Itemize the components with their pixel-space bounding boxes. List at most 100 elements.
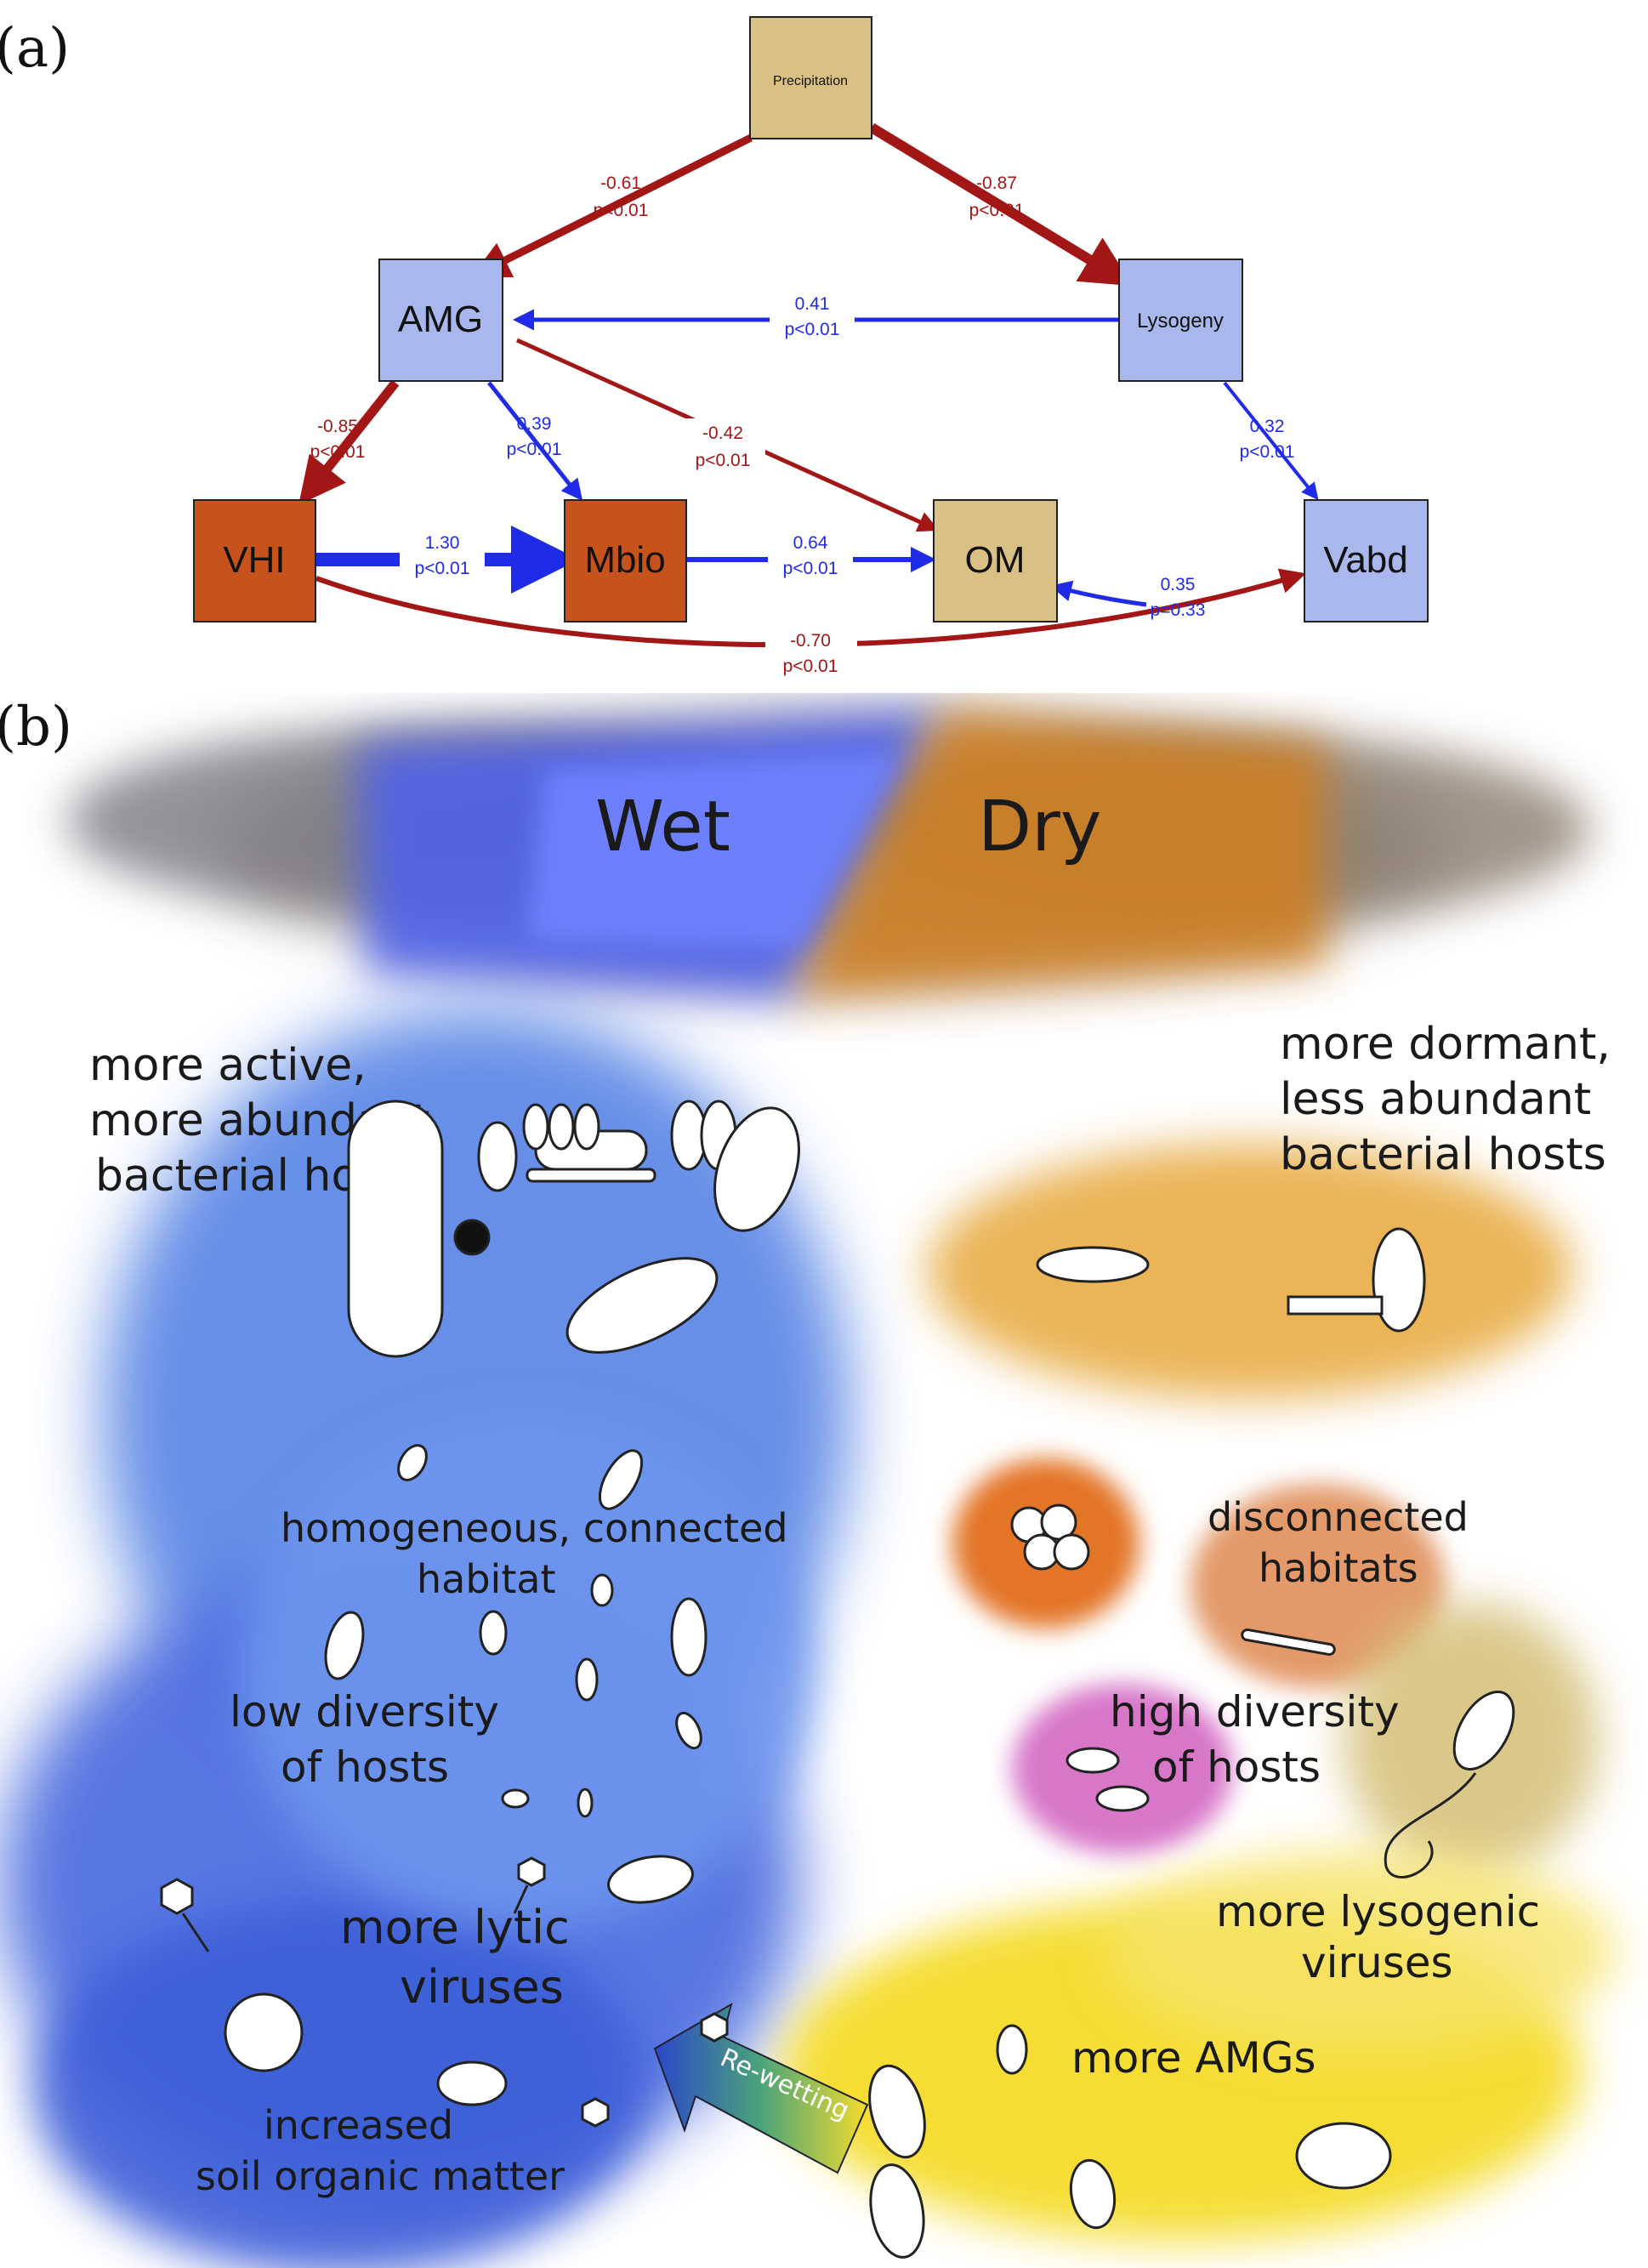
- small-cell-icon: [575, 1657, 599, 1702]
- amg-cell-icon: [868, 2064, 926, 2159]
- curved-cell-icon: [1066, 1747, 1120, 1774]
- edge-label-vhi-vabd-p: p<0.01: [783, 657, 838, 676]
- node-label-mbio: Mbio: [584, 539, 665, 581]
- wet-habitat-line-1: homogeneous, connected: [281, 1505, 788, 1551]
- edge-label-amg-mbio-coef: 0.39: [517, 414, 552, 434]
- organic-matter-line-1: increased: [264, 2102, 453, 2148]
- edge-label-lyso-vabd-p: p<0.01: [1240, 442, 1295, 462]
- small-cell-icon: [501, 1788, 530, 1809]
- wet-habitat-line-2: habitat: [417, 1556, 556, 1602]
- dry-hosts-line-3: bacterial hosts: [1280, 1129, 1606, 1180]
- small-cell-icon: [590, 1573, 614, 1607]
- small-cell-icon: [996, 2024, 1028, 2075]
- edge-label-precip-amg-coef: -0.61: [600, 173, 641, 193]
- edge-amg-mbio: [487, 381, 583, 501]
- bench-icon: [526, 1168, 656, 1183]
- node-label-vabd: Vabd: [1323, 539, 1408, 581]
- node-label-vhi: VHI: [223, 539, 285, 581]
- small-cell-icon: [670, 1597, 708, 1677]
- lysed-cell-icon: [436, 2061, 508, 2106]
- wet-host-cartoons: [224, 1100, 800, 2106]
- dry-viruses-line-1: more lysogenic: [1216, 1887, 1540, 1936]
- node-lysogeny: Lysogeny: [1118, 259, 1243, 382]
- edge-vabd-om: [1050, 580, 1147, 607]
- edge-label-lyso-vabd-coef: 0.32: [1250, 417, 1285, 436]
- dry-viruses-line-2: viruses: [1301, 1938, 1453, 1987]
- phage-icon: [700, 2012, 729, 2043]
- small-cell-icon: [607, 1855, 694, 1904]
- small-cell-icon: [598, 1449, 644, 1510]
- top-cloud: [68, 710, 1590, 999]
- wet-region: [0, 1008, 850, 2268]
- node-om: OM: [933, 499, 1058, 622]
- phage-icon: [517, 1856, 546, 1887]
- edge-label-vhi-mbio-p: p<0.01: [415, 559, 470, 578]
- edge-label-amg-om-p: p<0.01: [696, 451, 751, 470]
- node-mbio: Mbio: [564, 499, 687, 622]
- edge-label-vabd-om-p: p=0.33: [1151, 600, 1206, 620]
- edge-labels: -0.61 p<0.01 -0.87 p<0.01 0.41 p<0.01 -0…: [310, 173, 1295, 679]
- curved-cell-icon: [1095, 1785, 1150, 1812]
- node-precipitation: Precipitation: [749, 16, 872, 139]
- small-cell-icon: [548, 1103, 575, 1151]
- crawling-cell-icon: [565, 1257, 719, 1354]
- small-cell-icon: [477, 1121, 518, 1192]
- edge-label-amg-vhi-p: p<0.01: [310, 442, 366, 462]
- wet-diversity-line-2: of hosts: [281, 1742, 449, 1792]
- amgs-label: more AMGs: [1071, 2033, 1316, 2083]
- node-label-om: OM: [965, 539, 1026, 581]
- edge-label-precip-amg-p: p<0.01: [594, 201, 649, 220]
- amg-cell-icon: [1295, 2122, 1392, 2190]
- table-icon: [1287, 1295, 1384, 1316]
- dry-host-cartoons: [868, 1227, 1515, 2259]
- phage-icon: [160, 1878, 194, 1915]
- edge-label-precip-lyso-p: p<0.01: [969, 201, 1025, 220]
- small-cell-icon: [397, 1444, 428, 1481]
- edge-label-amg-mbio-p: p<0.01: [507, 440, 562, 459]
- node-amg: AMG: [378, 259, 503, 382]
- node-vabd: Vabd: [1304, 499, 1429, 622]
- dry-habitat-line-1: disconnected: [1208, 1494, 1469, 1540]
- dumbbell-icon: [453, 1219, 491, 1256]
- edge-label-lyso-amg-p: p<0.01: [785, 320, 840, 339]
- wet-hosts-line-1: more active,: [89, 1040, 367, 1091]
- edge-label-vhi-vabd-coef: -0.70: [790, 631, 831, 651]
- dry-diversity-line-2: of hosts: [1152, 1742, 1321, 1792]
- node-label-precipitation: Precipitation: [773, 74, 848, 88]
- edge-label-lyso-amg-coef: 0.41: [795, 294, 830, 314]
- edge-amg-vhi: [298, 379, 400, 505]
- small-cell-icon: [324, 1611, 365, 1680]
- edge-label-precip-lyso-coef: -0.87: [976, 173, 1017, 193]
- dry-habitat-line-2: habitats: [1259, 1545, 1418, 1591]
- amg-cell-icon: [869, 2163, 925, 2259]
- wet-viruses-line-2: viruses: [400, 1960, 564, 2014]
- edge-lyso-vabd: [1223, 381, 1319, 501]
- wet-dry-illustration: Wet Dry more active, more abundant bacte…: [0, 710, 1616, 2268]
- wet-label: Wet: [595, 787, 730, 867]
- edge-label-mbio-om-p: p<0.01: [783, 559, 838, 578]
- aggregated-cell-icon: [1053, 1533, 1090, 1571]
- flagellum-icon: [1384, 1772, 1477, 1879]
- small-cell-icon: [479, 1610, 508, 1656]
- edge-precip-lyso: [868, 122, 1134, 287]
- edge-label-amg-om-coef: -0.42: [702, 423, 743, 443]
- nodes: Precipitation AMG Lysogeny VHI Mbio OM: [193, 16, 1429, 622]
- dry-hosts-line-2: less abundant: [1280, 1074, 1591, 1125]
- flagellated-cell-icon: [1452, 1690, 1515, 1771]
- dry-hosts-line-1: more dormant,: [1280, 1019, 1611, 1070]
- phage-tail-icon: [181, 1913, 210, 1953]
- phage-icon: [581, 2097, 610, 2128]
- sleeping-cell-icon: [1036, 1246, 1150, 1283]
- dry-label: Dry: [978, 787, 1101, 867]
- lysed-cell-icon: [224, 1992, 304, 2072]
- eating-cell-icon: [1372, 1227, 1426, 1333]
- edge-label-vhi-mbio-coef: 1.30: [425, 533, 460, 553]
- small-cell-icon: [675, 1711, 702, 1750]
- node-label-amg: AMG: [398, 298, 483, 340]
- sem-path-diagram: -0.61 p<0.01 -0.87 p<0.01 0.41 p<0.01 -0…: [193, 16, 1429, 679]
- small-cell-icon: [522, 1103, 549, 1151]
- node-label-lysogeny: Lysogeny: [1137, 310, 1224, 333]
- panel-b-label: (b): [0, 696, 72, 759]
- node-vhi: VHI: [193, 499, 316, 622]
